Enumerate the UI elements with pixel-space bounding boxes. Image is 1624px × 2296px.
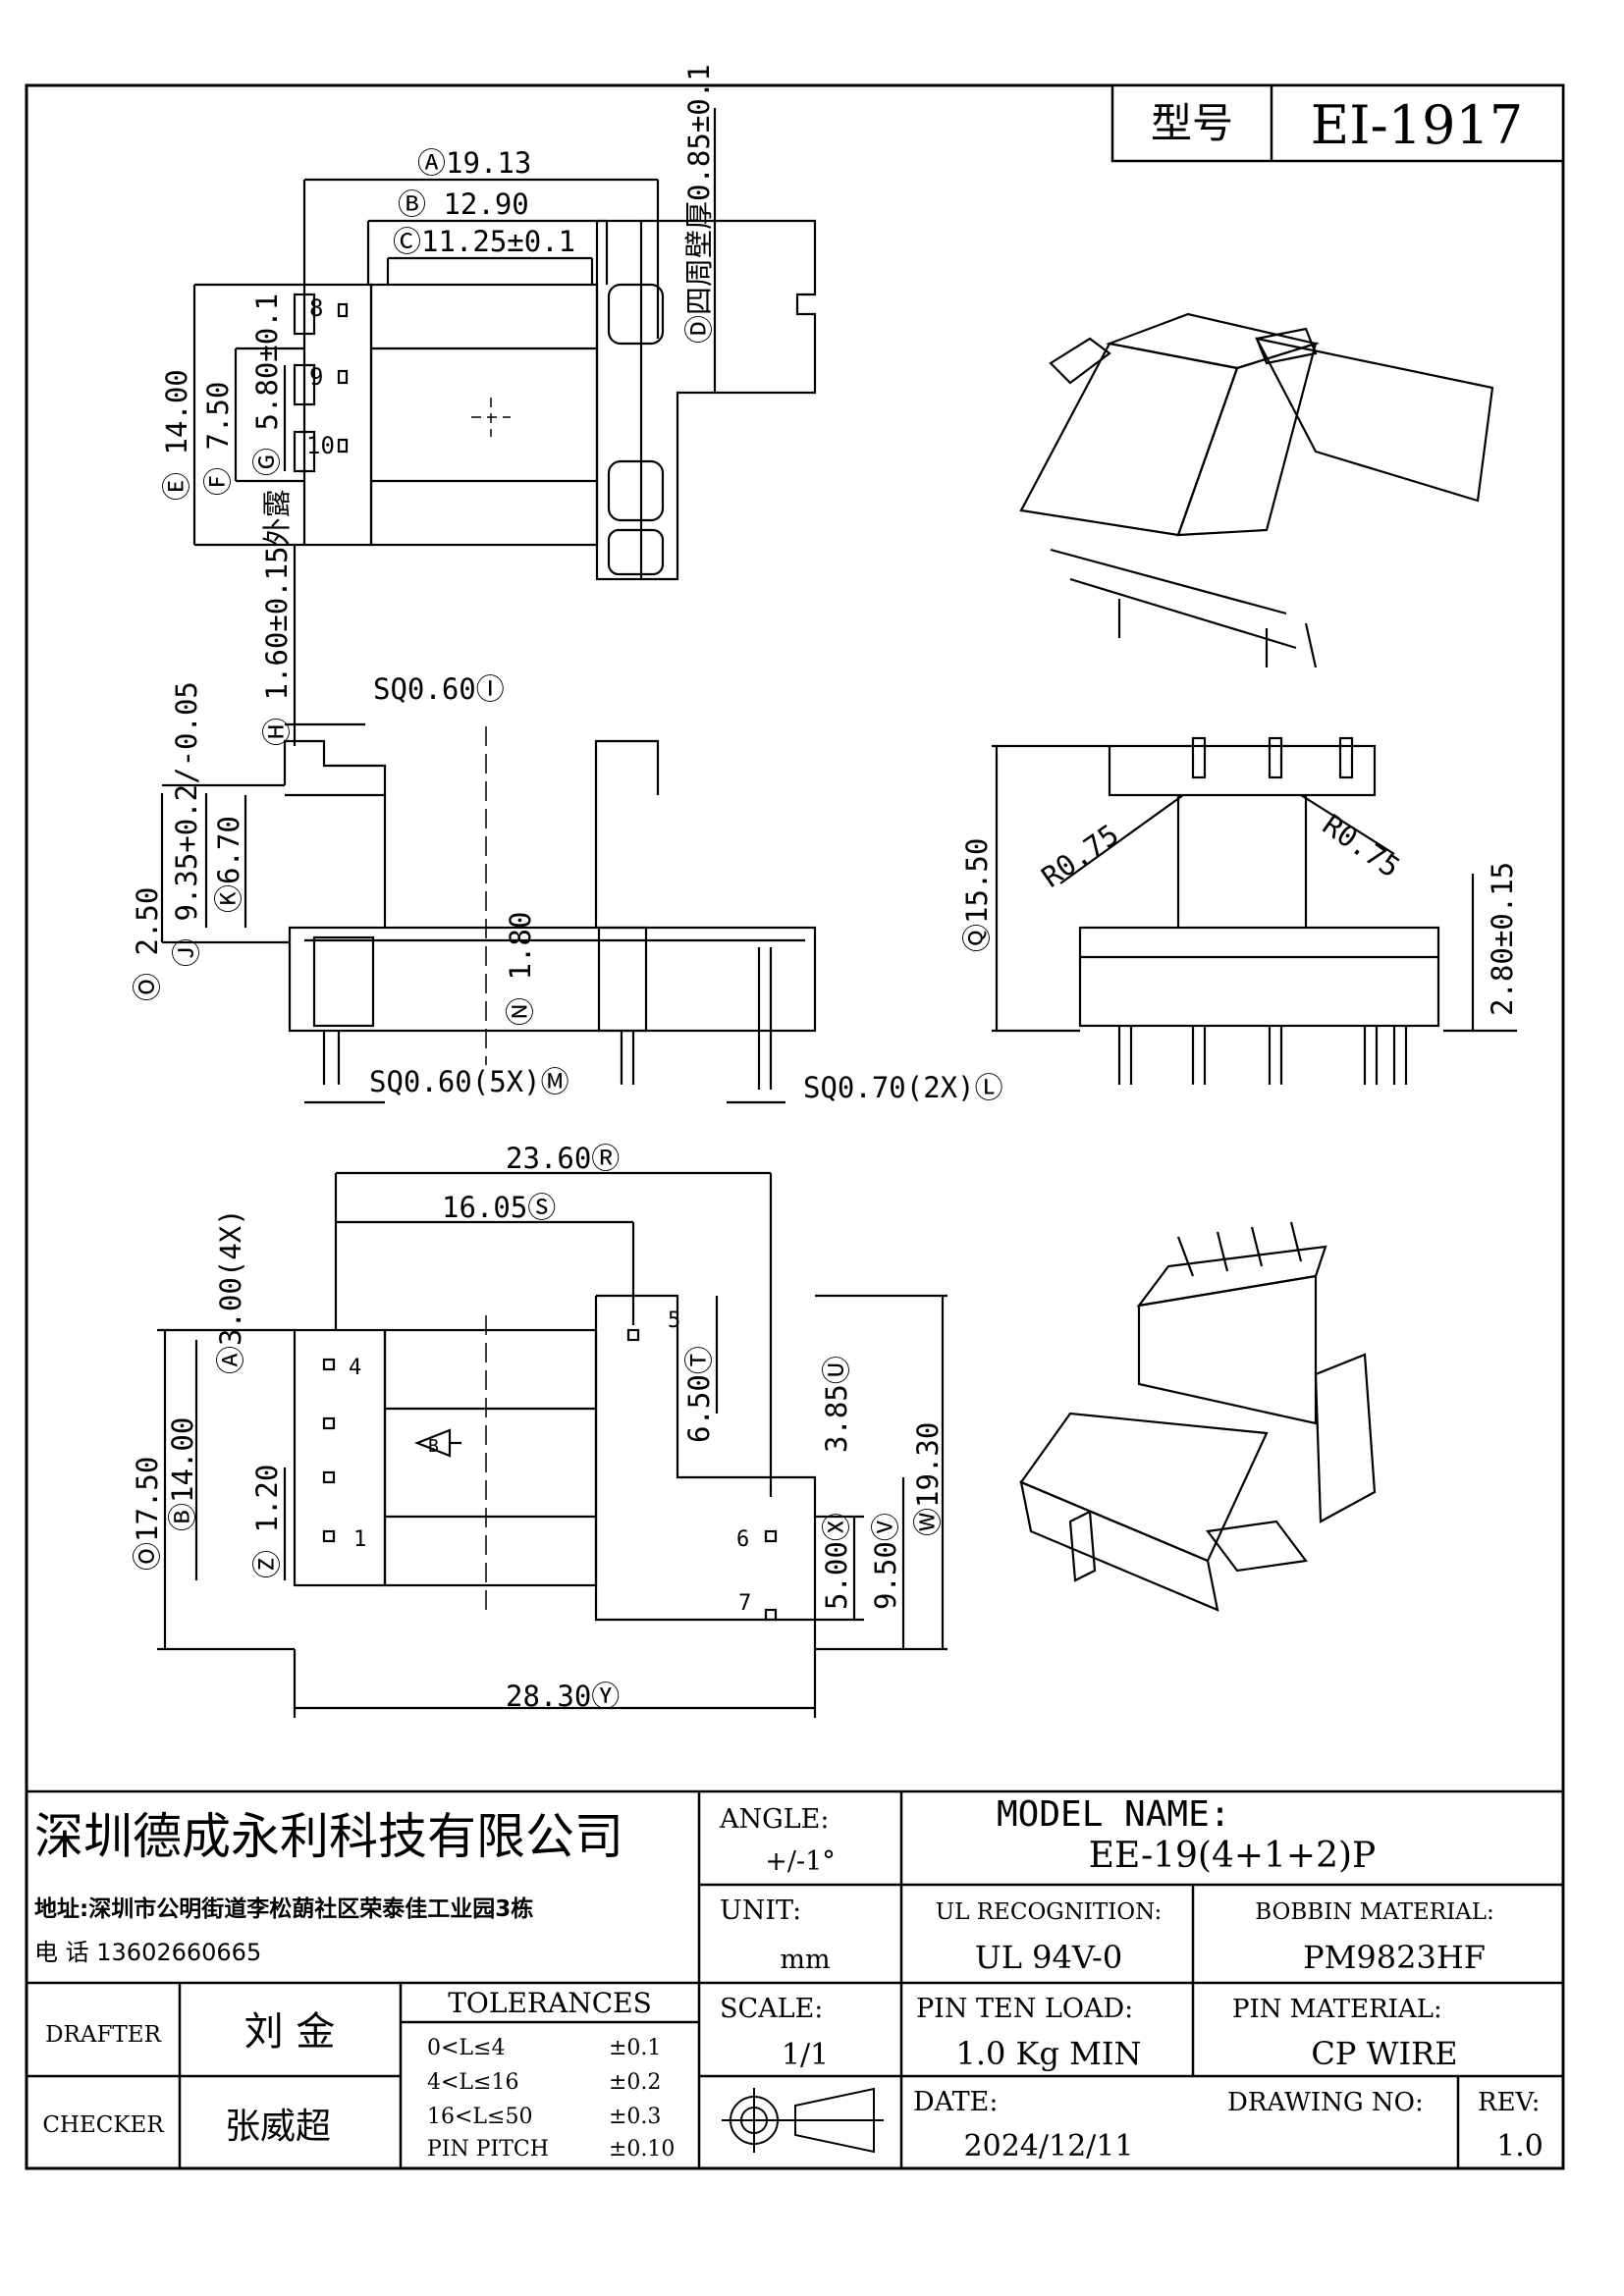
- pin-label-10: 10: [306, 432, 335, 459]
- model-box: 型号 EI-1917: [1110, 83, 1565, 163]
- dim-x-label: 5.00Ⓧ: [820, 1513, 853, 1610]
- dim-r1-label: R0.75: [1036, 818, 1125, 894]
- unit-value: mm: [780, 1945, 830, 1975]
- dim-r-label: 23.60Ⓡ: [506, 1142, 620, 1175]
- company-name: 深圳德成永利科技有限公司: [34, 1808, 623, 1865]
- front-view: [160, 722, 817, 1104]
- tolerance-range-3: 16<L≤50: [427, 2105, 532, 2129]
- pin-label-8: 8: [309, 294, 323, 322]
- dim-b-label: Ⓑ 12.90: [398, 187, 529, 221]
- dim-q-label: Ⓠ15.50: [960, 838, 994, 952]
- dim-l-label: SQ0.70(2X)Ⓛ: [803, 1071, 1003, 1104]
- model-box-label: 型号: [1151, 99, 1233, 147]
- side-view: [992, 736, 1517, 1085]
- side-view-labels: Ⓠ15.50 R0.75 R0.75 2.80±0.15: [960, 808, 1519, 1016]
- pin-load-value: 1.0 Kg MIN: [955, 2035, 1141, 2072]
- rev-label: REV:: [1478, 2088, 1540, 2117]
- dim-w-label: Ⓦ19.30: [911, 1422, 945, 1536]
- dim-f-label: Ⓕ 7.50: [201, 382, 235, 496]
- bottom-pin-label-4: 4: [349, 1356, 361, 1380]
- top-view-labels: Ⓐ19.13 Ⓑ 12.90 Ⓒ11.25±0.1 Ⓓ四周壁厚0.85±0.1 …: [160, 64, 716, 746]
- top-view: [192, 108, 817, 746]
- bottom-pin-label-5: 5: [668, 1308, 680, 1333]
- isometric-view-top: [1019, 312, 1494, 668]
- dim-s-label: 16.05Ⓢ: [442, 1191, 556, 1224]
- date-value: 2024/12/11: [964, 2129, 1134, 2163]
- company-address: 地址:深圳市公明街道李松蓢社区荣泰佳工业园3栋: [34, 1896, 533, 1922]
- scale-label: SCALE:: [720, 1994, 823, 2024]
- bottom-pin-label-1: 1: [353, 1527, 366, 1552]
- dim-h-label: Ⓗ 1.60±0.15外露: [260, 489, 294, 746]
- dim-c-label: Ⓒ11.25±0.1: [393, 225, 575, 258]
- bottom-pin-label-7: 7: [738, 1591, 751, 1616]
- isometric-view-bottom: [1019, 1221, 1377, 1612]
- tolerance-value-4: ±0.10: [609, 2137, 675, 2162]
- bottom-pin-label-6: 6: [736, 1527, 749, 1552]
- dim-a-label: Ⓐ19.13: [417, 146, 531, 180]
- checker-label: CHECKER: [42, 2112, 164, 2138]
- pin-label-9: 9: [309, 363, 323, 391]
- dim-j-label: Ⓙ 9.35+0.2/-0.05: [170, 681, 203, 967]
- drafter-label: DRAFTER: [45, 2022, 161, 2048]
- front-view-labels: SQ0.60Ⓘ Ⓙ 9.35+0.2/-0.05 Ⓚ6.70 Ⓞ 2.50 Ⓝ …: [131, 672, 1003, 1104]
- marker-b-label: B: [428, 1436, 439, 1457]
- dim-t-label: 6.50Ⓣ: [682, 1346, 716, 1443]
- dim-m-label: SQ0.60(5X)Ⓜ: [369, 1065, 569, 1098]
- angle-value: +/-1°: [765, 1846, 836, 1877]
- dim-d-label: Ⓓ四周壁厚0.85±0.1: [682, 64, 716, 344]
- dim-g-label: Ⓖ 5.80±0.1: [250, 294, 284, 476]
- dim-y-label: 28.30Ⓨ: [506, 1680, 620, 1713]
- dim-u-label: 3.85Ⓤ: [820, 1356, 853, 1453]
- dim-r2-label: R0.75: [1317, 808, 1406, 884]
- tolerance-value-2: ±0.2: [609, 2070, 661, 2095]
- angle-label: ANGLE:: [719, 1804, 829, 1835]
- model-box-value: EI-1917: [1311, 94, 1523, 156]
- dim-e-label: Ⓔ 14.00: [160, 369, 193, 501]
- tolerances-label: TOLERANCES: [448, 1987, 652, 2019]
- company-phone: 电 话 13602660665: [34, 1939, 261, 1966]
- title-block: [27, 1789, 1563, 2168]
- pin-material-label: PIN MATERIAL:: [1232, 1995, 1442, 2024]
- drafter-value: 刘 金: [244, 2009, 336, 2055]
- dim-p-label: 2.80±0.15: [1486, 862, 1519, 1016]
- sheet-border: [25, 83, 1565, 2170]
- rev-value: 1.0: [1496, 2129, 1543, 2163]
- tolerance-value-3: ±0.3: [609, 2105, 661, 2129]
- tolerance-value-1: ±0.1: [609, 2036, 661, 2060]
- projection-symbol-icon: [722, 2087, 884, 2154]
- dim-14-label: Ⓑ14.00: [166, 1417, 199, 1531]
- model-name-label: MODEL NAME:: [997, 1794, 1230, 1835]
- scale-value: 1/1: [782, 2038, 829, 2072]
- title-block-text: 深圳德成永利科技有限公司 地址:深圳市公明街道李松蓢社区荣泰佳工业园3栋 电 话…: [34, 1794, 1543, 2163]
- unit-label: UNIT:: [720, 1896, 801, 1926]
- pin-material-value: CP WIRE: [1311, 2035, 1457, 2072]
- tolerance-range-2: 4<L≤16: [427, 2070, 518, 2095]
- dim-z-label: Ⓩ 1.20: [250, 1465, 284, 1578]
- date-label: DATE:: [913, 2087, 998, 2117]
- bobbin-label: BOBBIN MATERIAL:: [1255, 1899, 1494, 1925]
- tolerance-range-1: 0<L≤4: [427, 2036, 505, 2060]
- bottom-view-labels: 23.60Ⓡ 16.05Ⓢ Ⓐ3.00(4X) 6.50Ⓣ 3.85Ⓤ Ⓦ19.…: [131, 1142, 945, 1713]
- dim-17-label: Ⓞ17.50: [131, 1457, 164, 1571]
- dim-i-label: SQ0.60Ⓘ: [373, 672, 505, 706]
- bobbin-value: PM9823HF: [1303, 1939, 1486, 1976]
- dim-k-label: Ⓚ6.70: [212, 816, 245, 913]
- dim-o-label: Ⓞ 2.50: [131, 887, 164, 1001]
- pin-load-label: PIN TEN LOAD:: [916, 1994, 1133, 2024]
- checker-value: 张威超: [225, 2107, 331, 2147]
- dim-n-label: Ⓝ 1.80: [504, 912, 537, 1026]
- dim-v-label: 9.50Ⓥ: [869, 1513, 902, 1610]
- drawing-no-label: DRAWING NO:: [1227, 2088, 1424, 2117]
- ul-value: UL 94V-0: [975, 1939, 1122, 1976]
- ul-label: UL RECOGNITION:: [936, 1899, 1162, 1925]
- bottom-view: [157, 1171, 947, 1718]
- dim-a4-label: Ⓐ3.00(4X): [214, 1208, 247, 1374]
- tolerance-range-4: PIN PITCH: [427, 2137, 549, 2162]
- model-name-value: EE-19(4+1+2)P: [1089, 1836, 1377, 1876]
